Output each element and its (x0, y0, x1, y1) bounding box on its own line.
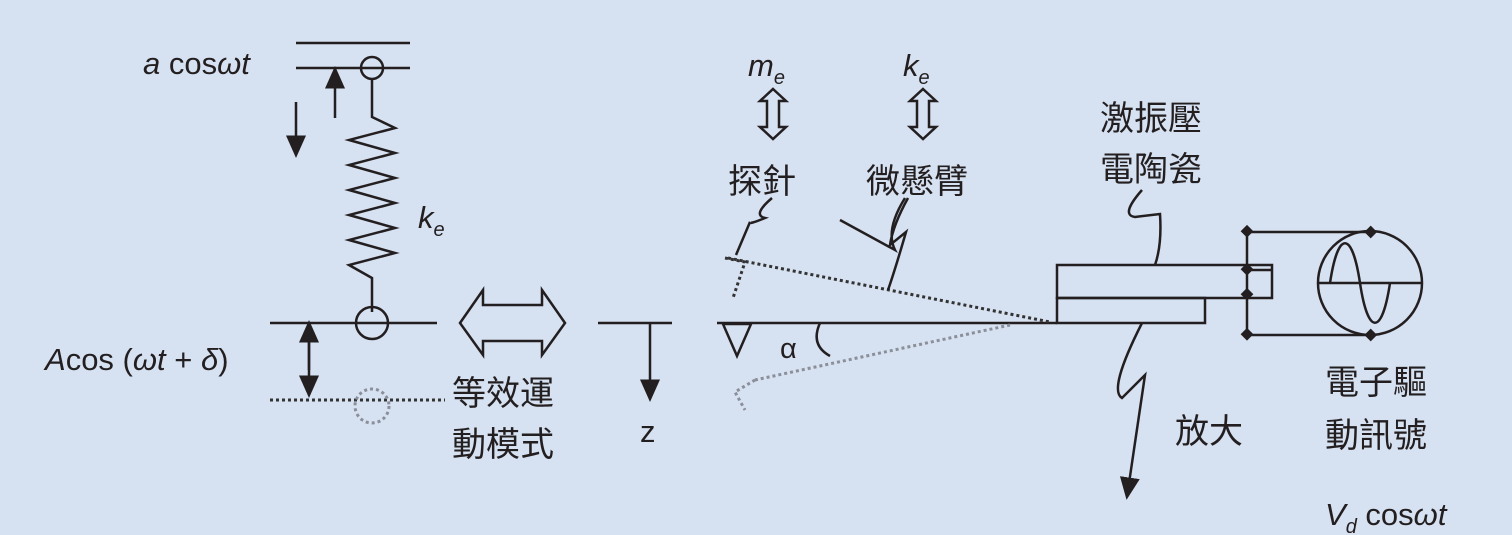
probe-pointer (734, 197, 773, 256)
piezo-pointer (1127, 189, 1162, 266)
probe-tip-up (724, 256, 747, 299)
probe-label: 探針 (728, 162, 796, 202)
piezo-layer (1055, 263, 1274, 300)
cantilever-model: α me ke 探針 微懸臂 (717, 48, 1057, 411)
displaced-mass (353, 387, 391, 425)
mass-label: me (748, 48, 785, 89)
response-label: Acos (ωt + δ) (43, 342, 229, 377)
spring-constant-label: ke (418, 200, 445, 241)
amplify-label: 放大 (1175, 412, 1243, 452)
cantilever-pointer (886, 197, 910, 291)
equivalent-label-1: 等效運 (452, 374, 554, 414)
piezo-label-2: 電陶瓷 (1100, 150, 1202, 190)
drive-voltage-label: Vd cosωt (1325, 497, 1448, 535)
probe-tip-down (732, 378, 756, 411)
vertical-double-arrow-icon (906, 87, 940, 141)
drive-signal-label-2: 動訊號 (1325, 416, 1427, 456)
sine-wave-icon (1328, 242, 1392, 324)
drive-signal-label-1: 電子驅 (1325, 363, 1427, 403)
spacer (839, 197, 907, 254)
drive-label: a cosωt (143, 46, 251, 81)
equivalent-label-2: 動模式 (452, 425, 554, 465)
cantilever-down (754, 323, 1011, 382)
amplify-pointer (1116, 322, 1147, 500)
piezo-actuator: 激振壓 電陶瓷 放大 (1055, 99, 1274, 500)
piezo-label-1: 激振壓 (1100, 99, 1202, 139)
stiffness-label: ke (903, 48, 930, 89)
vertical-double-arrow-icon (756, 87, 790, 141)
circuit-wire (1245, 230, 1370, 337)
spring (344, 79, 400, 312)
alpha-label: α (780, 333, 797, 365)
cantilever-label: 微懸臂 (866, 162, 968, 202)
equivalence-double-arrow-icon (458, 286, 567, 359)
z-label: z (640, 414, 656, 449)
cantilever-base (1055, 296, 1207, 325)
probe-tip (721, 322, 753, 360)
spring-mass-model: a cosωt ke Acos (ωt + δ) (43, 41, 445, 425)
angle-arc (815, 322, 831, 358)
